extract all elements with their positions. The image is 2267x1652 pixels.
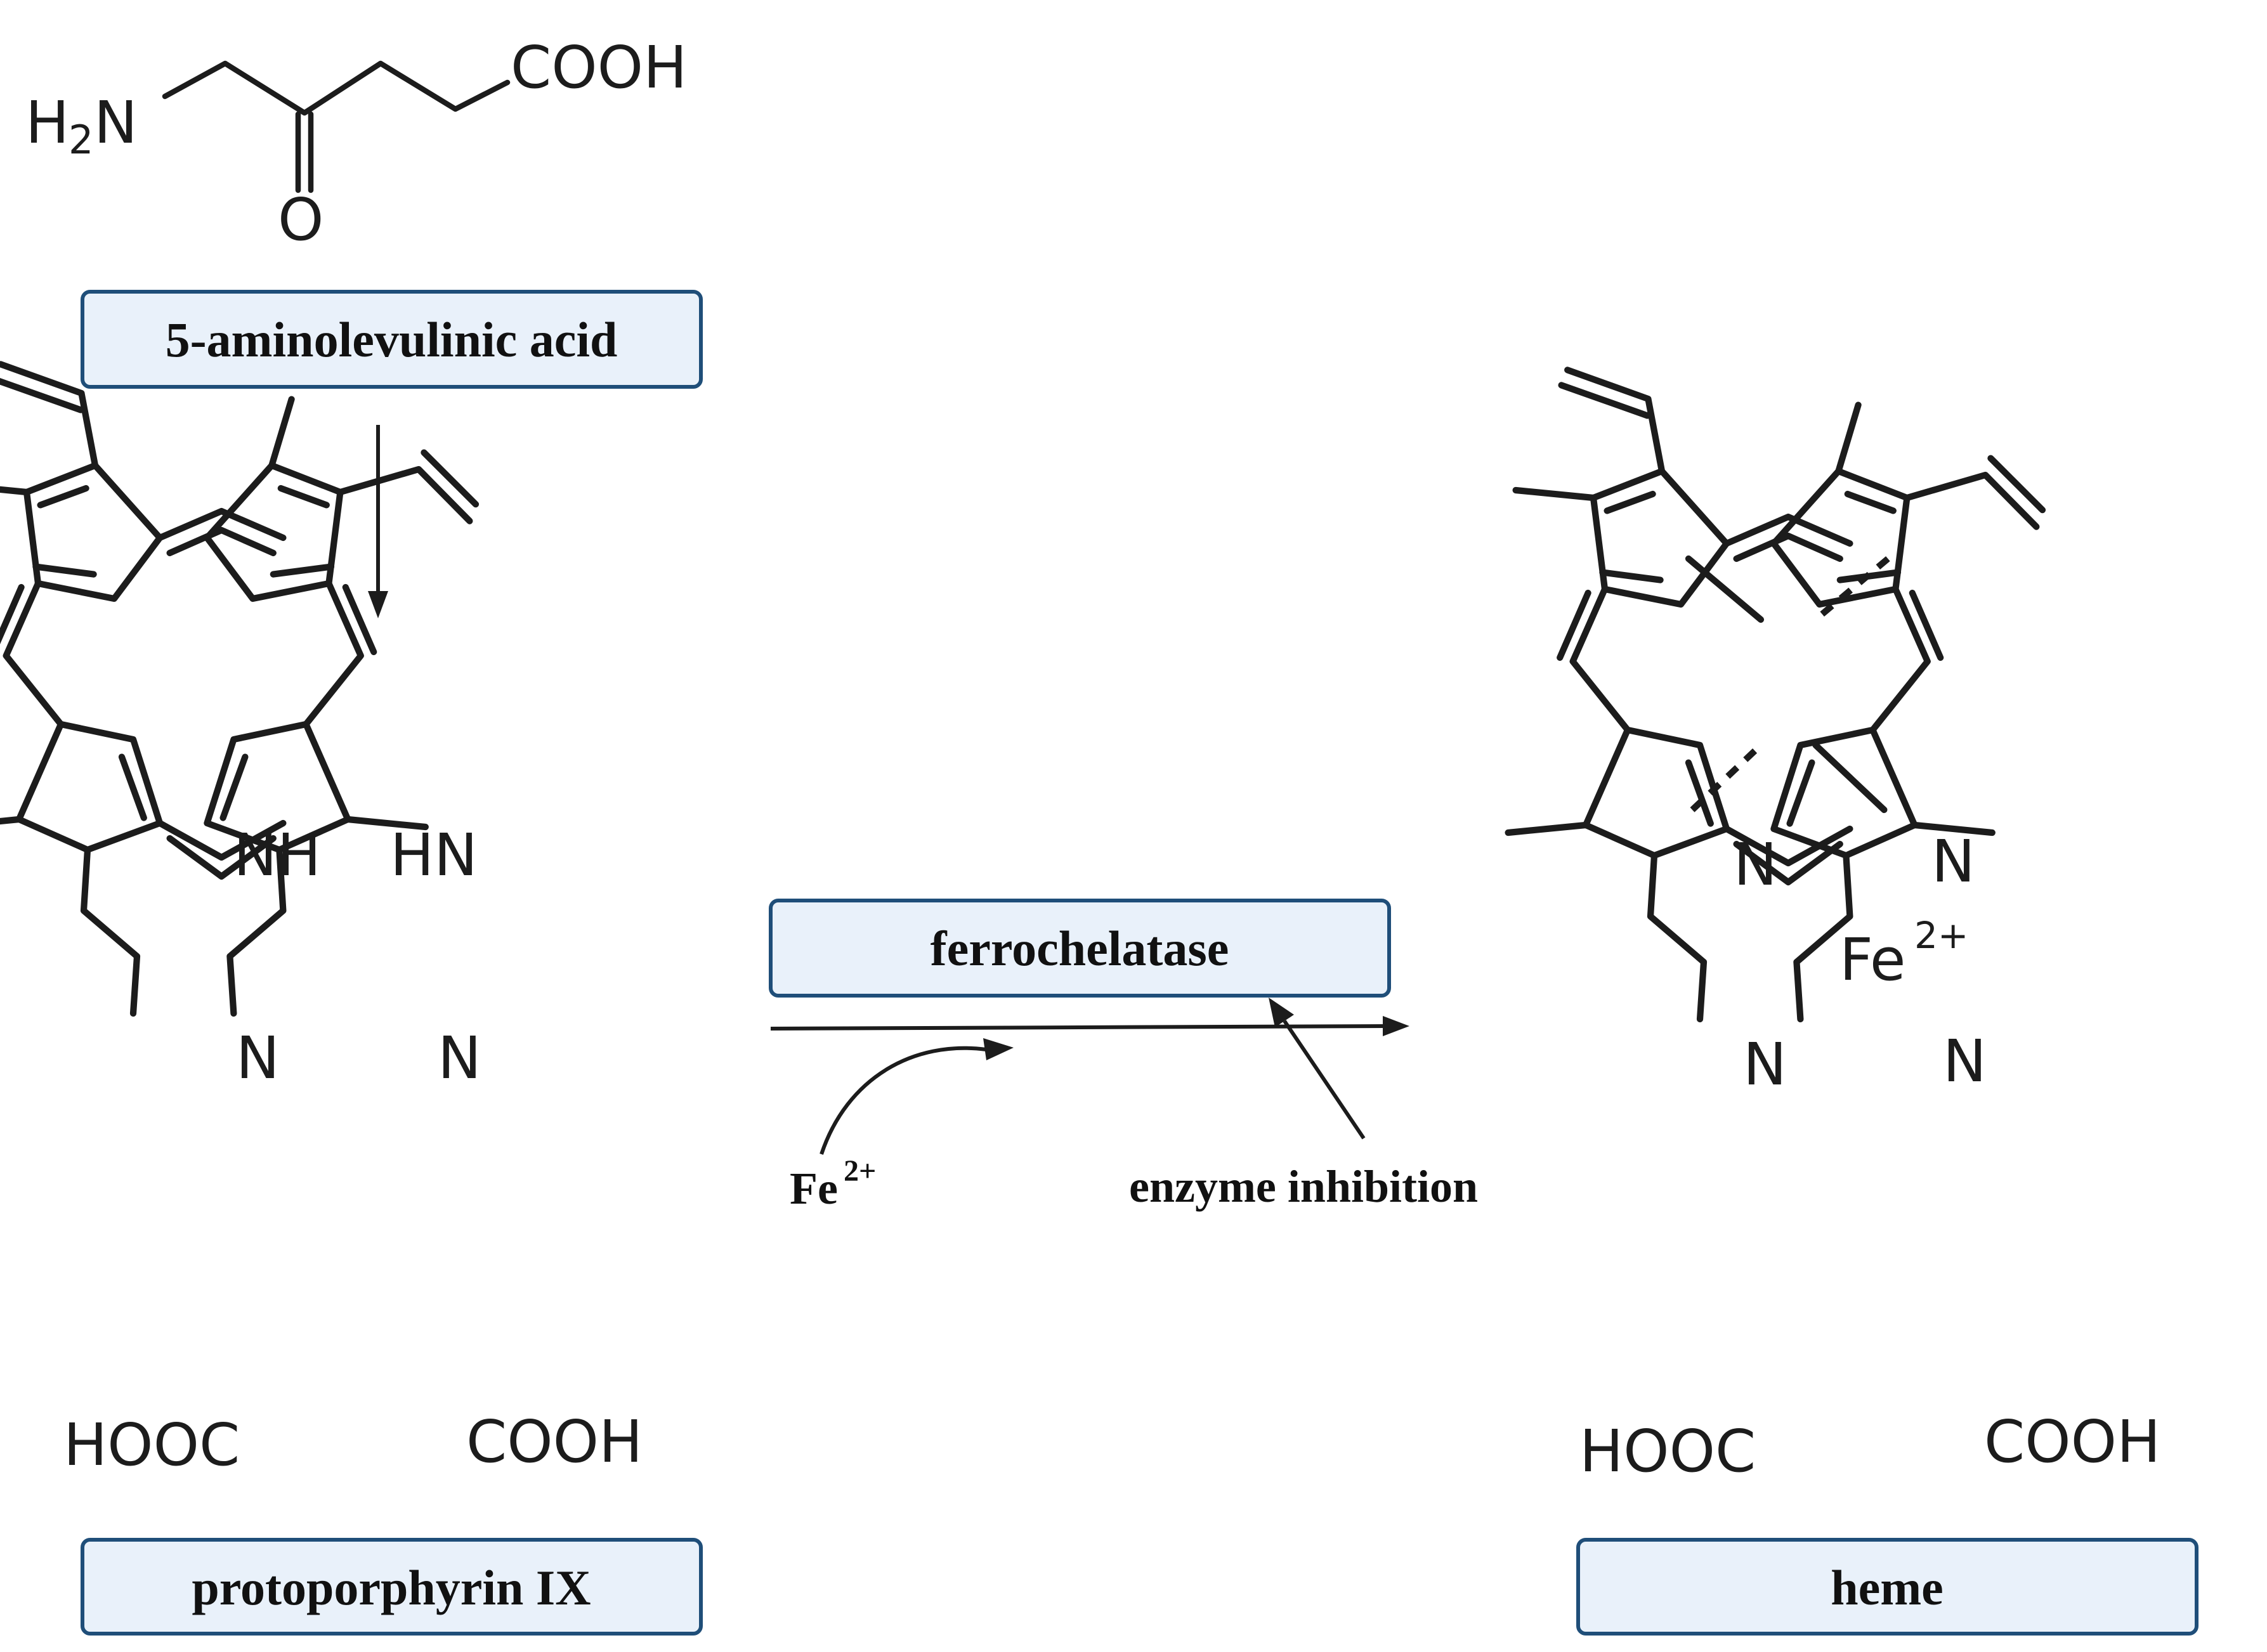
inhibition-arrow xyxy=(1269,998,1366,1140)
heme-acid-right: COOH xyxy=(1984,1408,2160,1476)
heme-label: heme xyxy=(1831,1560,1944,1615)
iron-charge: 2+ xyxy=(844,1154,876,1188)
reaction-arrow xyxy=(770,1016,1409,1036)
heme-acid-left: HOOC xyxy=(1579,1417,1756,1485)
ferrochelatase-label-box: ferrochelatase xyxy=(769,899,1391,998)
ppix-n-right: N xyxy=(438,1024,481,1092)
heme-iron: Fe xyxy=(1839,926,1906,994)
protoporphyrin-structure xyxy=(0,364,476,1013)
ppix-nh-left: NH xyxy=(233,821,321,889)
ppix-n-left: N xyxy=(236,1024,280,1092)
ala-structure: H 2 N COOH O xyxy=(25,34,687,254)
ppix-label: protoporphyrin IX xyxy=(192,1560,591,1615)
ala-amine-subscript: 2 xyxy=(69,117,93,163)
ferrochelatase-label: ferrochelatase xyxy=(931,921,1229,976)
ala-amine-h: H xyxy=(25,89,69,157)
ala-amine-n: N xyxy=(94,89,138,157)
heme-iron-charge: 2+ xyxy=(1914,914,1969,957)
heme-atoms: N N N N Fe 2+ HOOC COOH xyxy=(1579,828,2160,1485)
iron-annotation: Fe 2+ xyxy=(790,1154,876,1214)
biosynthesis-arrow xyxy=(368,425,388,618)
heme-label-box: heme xyxy=(1576,1538,2198,1636)
iron-label: Fe xyxy=(790,1163,838,1214)
ala-label: 5-aminolevulinic acid xyxy=(166,312,618,367)
ppix-acid-left: HOOC xyxy=(63,1411,240,1479)
ppix-acid-right: COOH xyxy=(466,1408,643,1476)
heme-n-top-left: N xyxy=(1734,831,1777,899)
iron-input-arrow xyxy=(820,1038,1014,1155)
heme-n-top-right: N xyxy=(1931,828,1975,895)
heme-n-bottom-left: N xyxy=(1743,1031,1787,1098)
ala-carboxyl: COOH xyxy=(511,34,687,101)
inhibition-label: enzyme inhibition xyxy=(1129,1161,1478,1212)
ppix-label-box: protoporphyrin IX xyxy=(81,1538,703,1636)
heme-structure xyxy=(1508,370,2042,1019)
ppix-nh-right: HN xyxy=(390,821,478,889)
ala-keto-oxygen: O xyxy=(278,186,323,254)
protoporphyrin-atoms: NH HN N N HOOC COOH xyxy=(63,821,643,1479)
heme-n-bottom-right: N xyxy=(1943,1027,1987,1095)
ala-label-box: 5-aminolevulinic acid xyxy=(81,290,703,389)
